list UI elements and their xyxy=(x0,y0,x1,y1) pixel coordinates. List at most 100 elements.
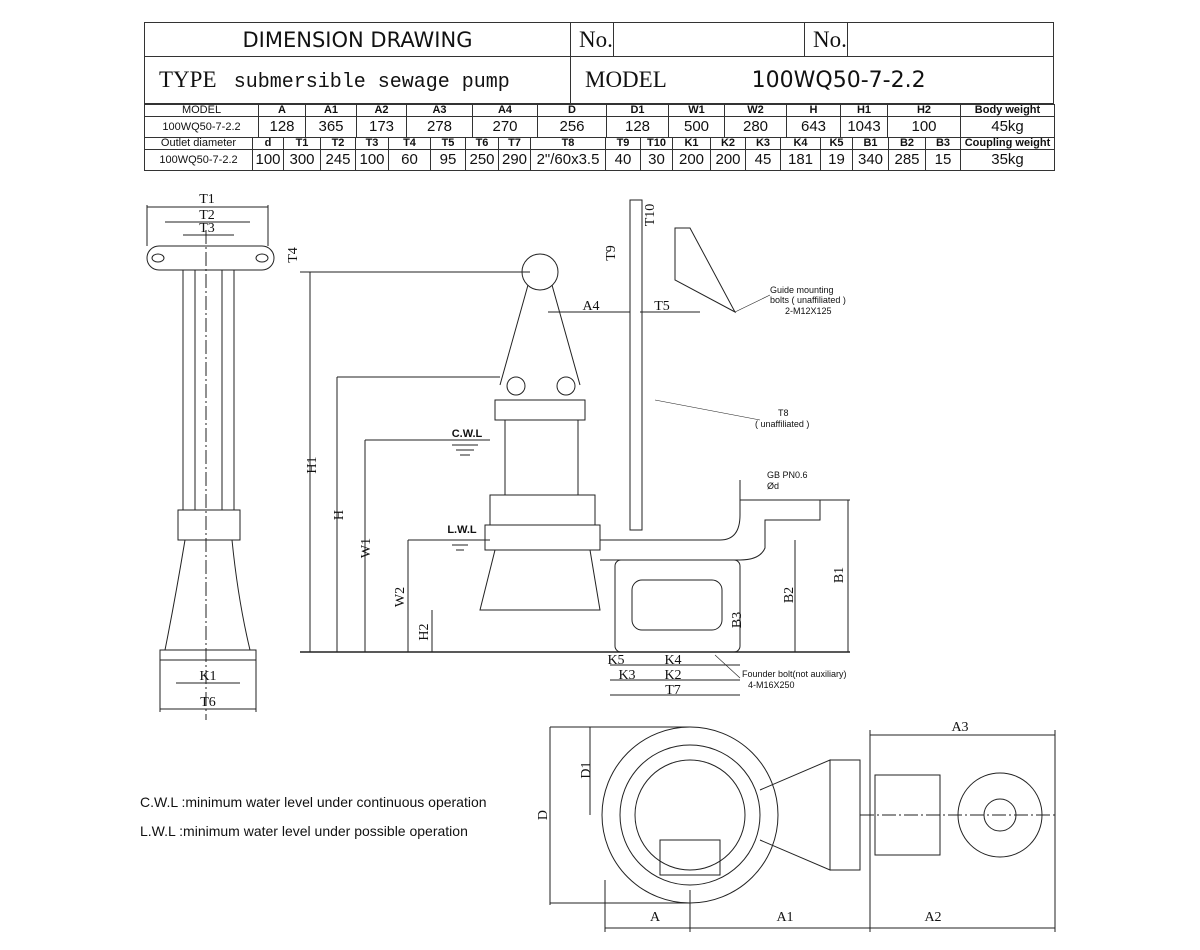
table2-header-20: Coupling weight xyxy=(960,137,1055,150)
table1-value-5: 270 xyxy=(472,116,538,138)
dimension-label-t4: T4 xyxy=(286,247,301,263)
pump-plan-view xyxy=(549,726,1056,932)
table2-value-0: 100WQ50-7-2.2 xyxy=(144,149,253,171)
guide-rail-side-view xyxy=(146,205,275,720)
dimension-label-k5: K5 xyxy=(607,653,624,668)
table1-value-13: 45kg xyxy=(960,116,1055,138)
table2-value-14: 45 xyxy=(745,149,781,171)
table2-header-13: K2 xyxy=(710,137,746,150)
table1-value-2: 365 xyxy=(305,116,357,138)
dimension-label-a1: A1 xyxy=(776,910,793,925)
table1-value-0: 100WQ50-7-2.2 xyxy=(144,116,259,138)
table2-header-8: T7 xyxy=(498,137,531,150)
no-value-2 xyxy=(847,22,1054,57)
dimension-label-cwl: C.W.L xyxy=(452,428,483,440)
table2-value-18: 285 xyxy=(888,149,926,171)
table1-value-4: 278 xyxy=(406,116,473,138)
dimension-label-a: A xyxy=(650,910,661,925)
dimension-label-w2: W2 xyxy=(393,587,408,607)
table2-header-11: T10 xyxy=(640,137,673,150)
table2-header-10: T9 xyxy=(605,137,641,150)
table2-header-4: T3 xyxy=(355,137,389,150)
note-guide-3: 2-M12X125 xyxy=(785,306,832,316)
dimension-label-h1: H1 xyxy=(305,456,320,473)
dimension-label-t10: T10 xyxy=(643,204,658,227)
table2-value-8: 290 xyxy=(498,149,531,171)
note-flange-1: GB PN0.6 xyxy=(767,470,808,480)
no-value-1 xyxy=(613,22,805,57)
table2-value-15: 181 xyxy=(780,149,821,171)
table2-header-17: B1 xyxy=(852,137,889,150)
dimension-label-t7: T7 xyxy=(665,683,681,698)
title-block: DIMENSION DRAWING No. No. TYPE submersib… xyxy=(144,22,1054,104)
model-label: MODEL xyxy=(585,67,666,92)
dimension-label-lwl: L.W.L xyxy=(447,524,477,536)
table2-header-19: B3 xyxy=(925,137,961,150)
model-value: 100WQ50-7-2.2 xyxy=(751,68,926,93)
note-t8-2: ( unaffiliated ) xyxy=(755,419,809,429)
table2-header-15: K4 xyxy=(780,137,821,150)
dimension-label-t1: T1 xyxy=(199,192,215,207)
table2-value-1: 100 xyxy=(252,149,284,171)
table2-header-14: K3 xyxy=(745,137,781,150)
type-label: TYPE xyxy=(159,66,217,92)
table1-header-2: A1 xyxy=(305,104,357,117)
table2-header-16: K5 xyxy=(820,137,853,150)
table2-value-11: 30 xyxy=(640,149,673,171)
type-cell: TYPE submersible sewage pump xyxy=(144,56,571,104)
legend-cwl: C.W.L :minimum water level under continu… xyxy=(140,794,487,810)
table1-header-0: MODEL xyxy=(144,104,259,117)
dimension-label-w1: W1 xyxy=(359,538,374,558)
dimension-label-a3: A3 xyxy=(951,720,968,735)
table2-value-9: 2"/60x3.5 xyxy=(530,149,606,171)
type-value: submersible sewage pump xyxy=(233,70,510,94)
table2-header-6: T5 xyxy=(430,137,466,150)
table1-header-5: A4 xyxy=(472,104,538,117)
table2-value-4: 100 xyxy=(355,149,389,171)
table2-value-20: 35kg xyxy=(960,149,1055,171)
table1-value-1: 128 xyxy=(258,116,306,138)
note-t8-1: T8 xyxy=(778,408,789,418)
table2-header-0: Outlet diameter xyxy=(144,137,253,150)
table1-header-7: D1 xyxy=(606,104,669,117)
no-label-2: No. xyxy=(804,22,848,57)
table1-value-11: 1043 xyxy=(840,116,888,138)
dimension-label-k4: K4 xyxy=(664,653,681,668)
table2-value-13: 200 xyxy=(710,149,746,171)
table1-value-9: 280 xyxy=(724,116,787,138)
dimension-label-k2: K2 xyxy=(664,668,681,683)
legend-lwl: L.W.L :minimum water level under possibl… xyxy=(140,823,468,839)
table1-header-8: W1 xyxy=(668,104,725,117)
dimension-label-b3: B3 xyxy=(730,612,745,628)
table2-header-2: T1 xyxy=(283,137,321,150)
table2-value-10: 40 xyxy=(605,149,641,171)
table2-header-1: d xyxy=(252,137,284,150)
table2-value-16: 19 xyxy=(820,149,853,171)
table1-value-7: 128 xyxy=(606,116,669,138)
table2-value-5: 60 xyxy=(388,149,431,171)
table2-header-18: B2 xyxy=(888,137,926,150)
dimension-label-t6: T6 xyxy=(200,695,216,710)
table2-header-12: K1 xyxy=(672,137,711,150)
dimension-label-a2: A2 xyxy=(924,910,941,925)
table2-value-3: 245 xyxy=(320,149,356,171)
table2-value-6: 95 xyxy=(430,149,466,171)
pump-front-view xyxy=(300,199,850,696)
table2-header-9: T8 xyxy=(530,137,606,150)
dimension-label-t3: T3 xyxy=(199,221,215,236)
dimension-label-d: D xyxy=(536,810,551,820)
dimension-label-k1: K1 xyxy=(199,669,216,684)
table2-value-2: 300 xyxy=(283,149,321,171)
table2-value-17: 340 xyxy=(852,149,889,171)
table2-header-5: T4 xyxy=(388,137,431,150)
dimension-label-t2: T2 xyxy=(199,208,215,223)
table1-value-10: 643 xyxy=(786,116,841,138)
dimension-label-b1: B1 xyxy=(832,567,847,583)
note-flange-2: Ød xyxy=(767,481,779,491)
note-guide-1: Guide mounting xyxy=(770,285,834,295)
note-founder-1: Founder bolt(not auxiliary) xyxy=(742,669,847,679)
table1-header-6: D xyxy=(537,104,607,117)
table1-value-12: 100 xyxy=(887,116,961,138)
table1-header-9: W2 xyxy=(724,104,787,117)
